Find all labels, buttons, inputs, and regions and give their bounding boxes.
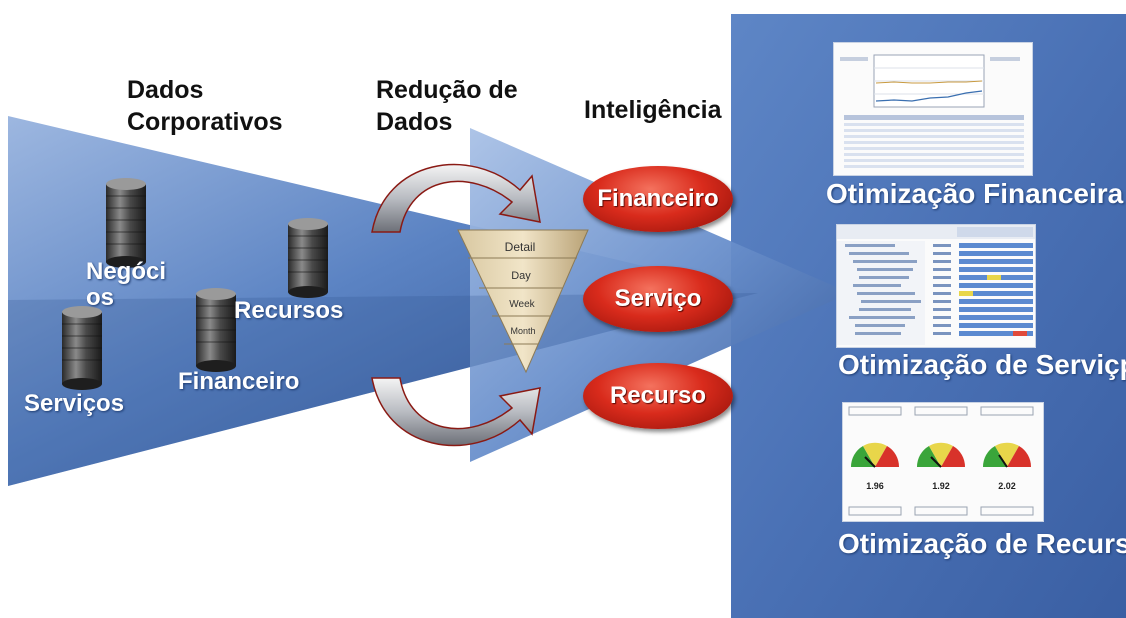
funnel-level-detail: Detail	[505, 240, 536, 254]
reduction-arrow-top	[371, 163, 541, 233]
gauge-3	[982, 442, 1032, 468]
gauge-2	[916, 442, 966, 468]
database-icon	[62, 306, 102, 390]
gauge-value: 1.92	[932, 481, 950, 491]
database-icon	[106, 178, 146, 268]
gauge-1	[850, 442, 900, 468]
database-icon	[196, 288, 236, 372]
financial-report-thumbnail	[833, 42, 1033, 176]
database-label-recursos: Recursos	[234, 297, 344, 324]
panel-title-financial: Otimização Financeira	[826, 178, 1124, 209]
gauge-value: 2.02	[998, 481, 1016, 491]
funnel-level-day: Day	[511, 270, 531, 282]
heading-intelligence: Inteligência	[584, 96, 722, 124]
report-image	[840, 54, 1024, 168]
database-label-line: os	[86, 284, 115, 311]
pill-label: Serviço	[614, 285, 702, 312]
service-tree-thumbnail	[836, 224, 1036, 348]
database-label-financeiro: Financeiro	[178, 368, 300, 395]
intelligence-pill-servico: Serviço	[583, 266, 733, 332]
database-icon	[288, 218, 328, 298]
funnel-level-month: Month	[510, 326, 535, 336]
pill-label: Recurso	[609, 382, 707, 409]
database-label-line: Negóci	[86, 258, 167, 285]
heading-data-reduction: Redução de Dados	[376, 76, 518, 136]
resource-gauges-thumbnail: 1.96 1.92 2.02	[842, 402, 1044, 522]
heading-corporate-data: Dados Corporativos	[127, 76, 283, 136]
database-label-negocios: Negóci os	[86, 259, 166, 311]
corporate-data-triangle	[8, 116, 758, 486]
intelligence-pill-recurso: Recurso	[583, 363, 733, 429]
panel-title-resource: Otimização de Recurso	[838, 528, 1126, 559]
panel-title-service: Otimização de Serviçp	[838, 349, 1126, 380]
funnel-level-week: Week	[509, 299, 535, 310]
gauges-image: 1.96 1.92 2.02	[848, 406, 1034, 516]
gauge-value: 1.96	[866, 481, 884, 491]
reduction-arrow-bottom	[371, 377, 541, 447]
reduction-funnel: Detail Day Week Month	[457, 229, 589, 374]
intelligence-pill-financeiro: Financeiro	[583, 166, 733, 232]
service-table-image	[837, 225, 1035, 345]
pill-label: Financeiro	[597, 185, 719, 212]
database-label-servicos: Serviços	[24, 390, 125, 417]
